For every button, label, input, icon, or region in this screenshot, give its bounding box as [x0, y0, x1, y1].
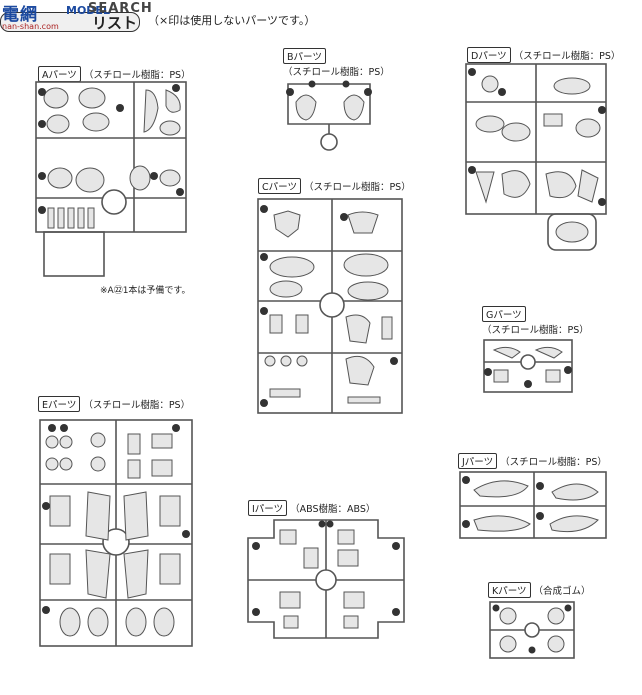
sprue-i-diagram — [247, 519, 405, 639]
title-banner — [0, 12, 140, 32]
sprue-g-label: Gパーツ （スチロール樹脂：PS） — [482, 306, 589, 336]
sprue-c-diagram — [257, 198, 403, 414]
sprue-j-label: Jパーツ（スチロール樹脂：PS） — [458, 453, 607, 469]
sprue-a-label: Aパーツ（スチロール樹脂：PS） — [38, 66, 191, 82]
sprue-j-diagram — [459, 471, 607, 539]
page-title: リスト — [92, 14, 138, 32]
sprue-b-diagram — [286, 80, 372, 151]
sprue-k-diagram — [489, 601, 575, 659]
site-logo-search: SEARCH — [88, 1, 153, 16]
sprue-c-label: Cパーツ（スチロール樹脂：PS） — [258, 178, 411, 194]
sprue-i-label: Iパーツ（ABS樹脂：ABS） — [248, 500, 375, 516]
sprue-d-label: Dパーツ（スチロール樹脂：PS） — [467, 47, 620, 63]
site-url: nan-shan.com — [2, 22, 59, 31]
sprue-a-footnote: ※A㉒1本は予備です。 — [100, 286, 191, 296]
site-logo: 電網 — [2, 5, 38, 25]
sprue-d-diagram — [465, 63, 607, 251]
sprue-g-diagram — [483, 339, 573, 393]
site-logo-en: MODEL — [66, 4, 110, 17]
sprue-b-label: Bパーツ （スチロール樹脂：PS） — [283, 48, 390, 78]
sprue-e-label: Eパーツ（スチロール樹脂：PS） — [38, 396, 190, 412]
sprue-e-diagram — [39, 419, 193, 647]
sprue-a-diagram — [35, 81, 187, 277]
page-note: （×印は使用しないパーツです。） — [148, 14, 316, 27]
sprue-k-label: Kパーツ（合成ゴム） — [488, 582, 591, 598]
